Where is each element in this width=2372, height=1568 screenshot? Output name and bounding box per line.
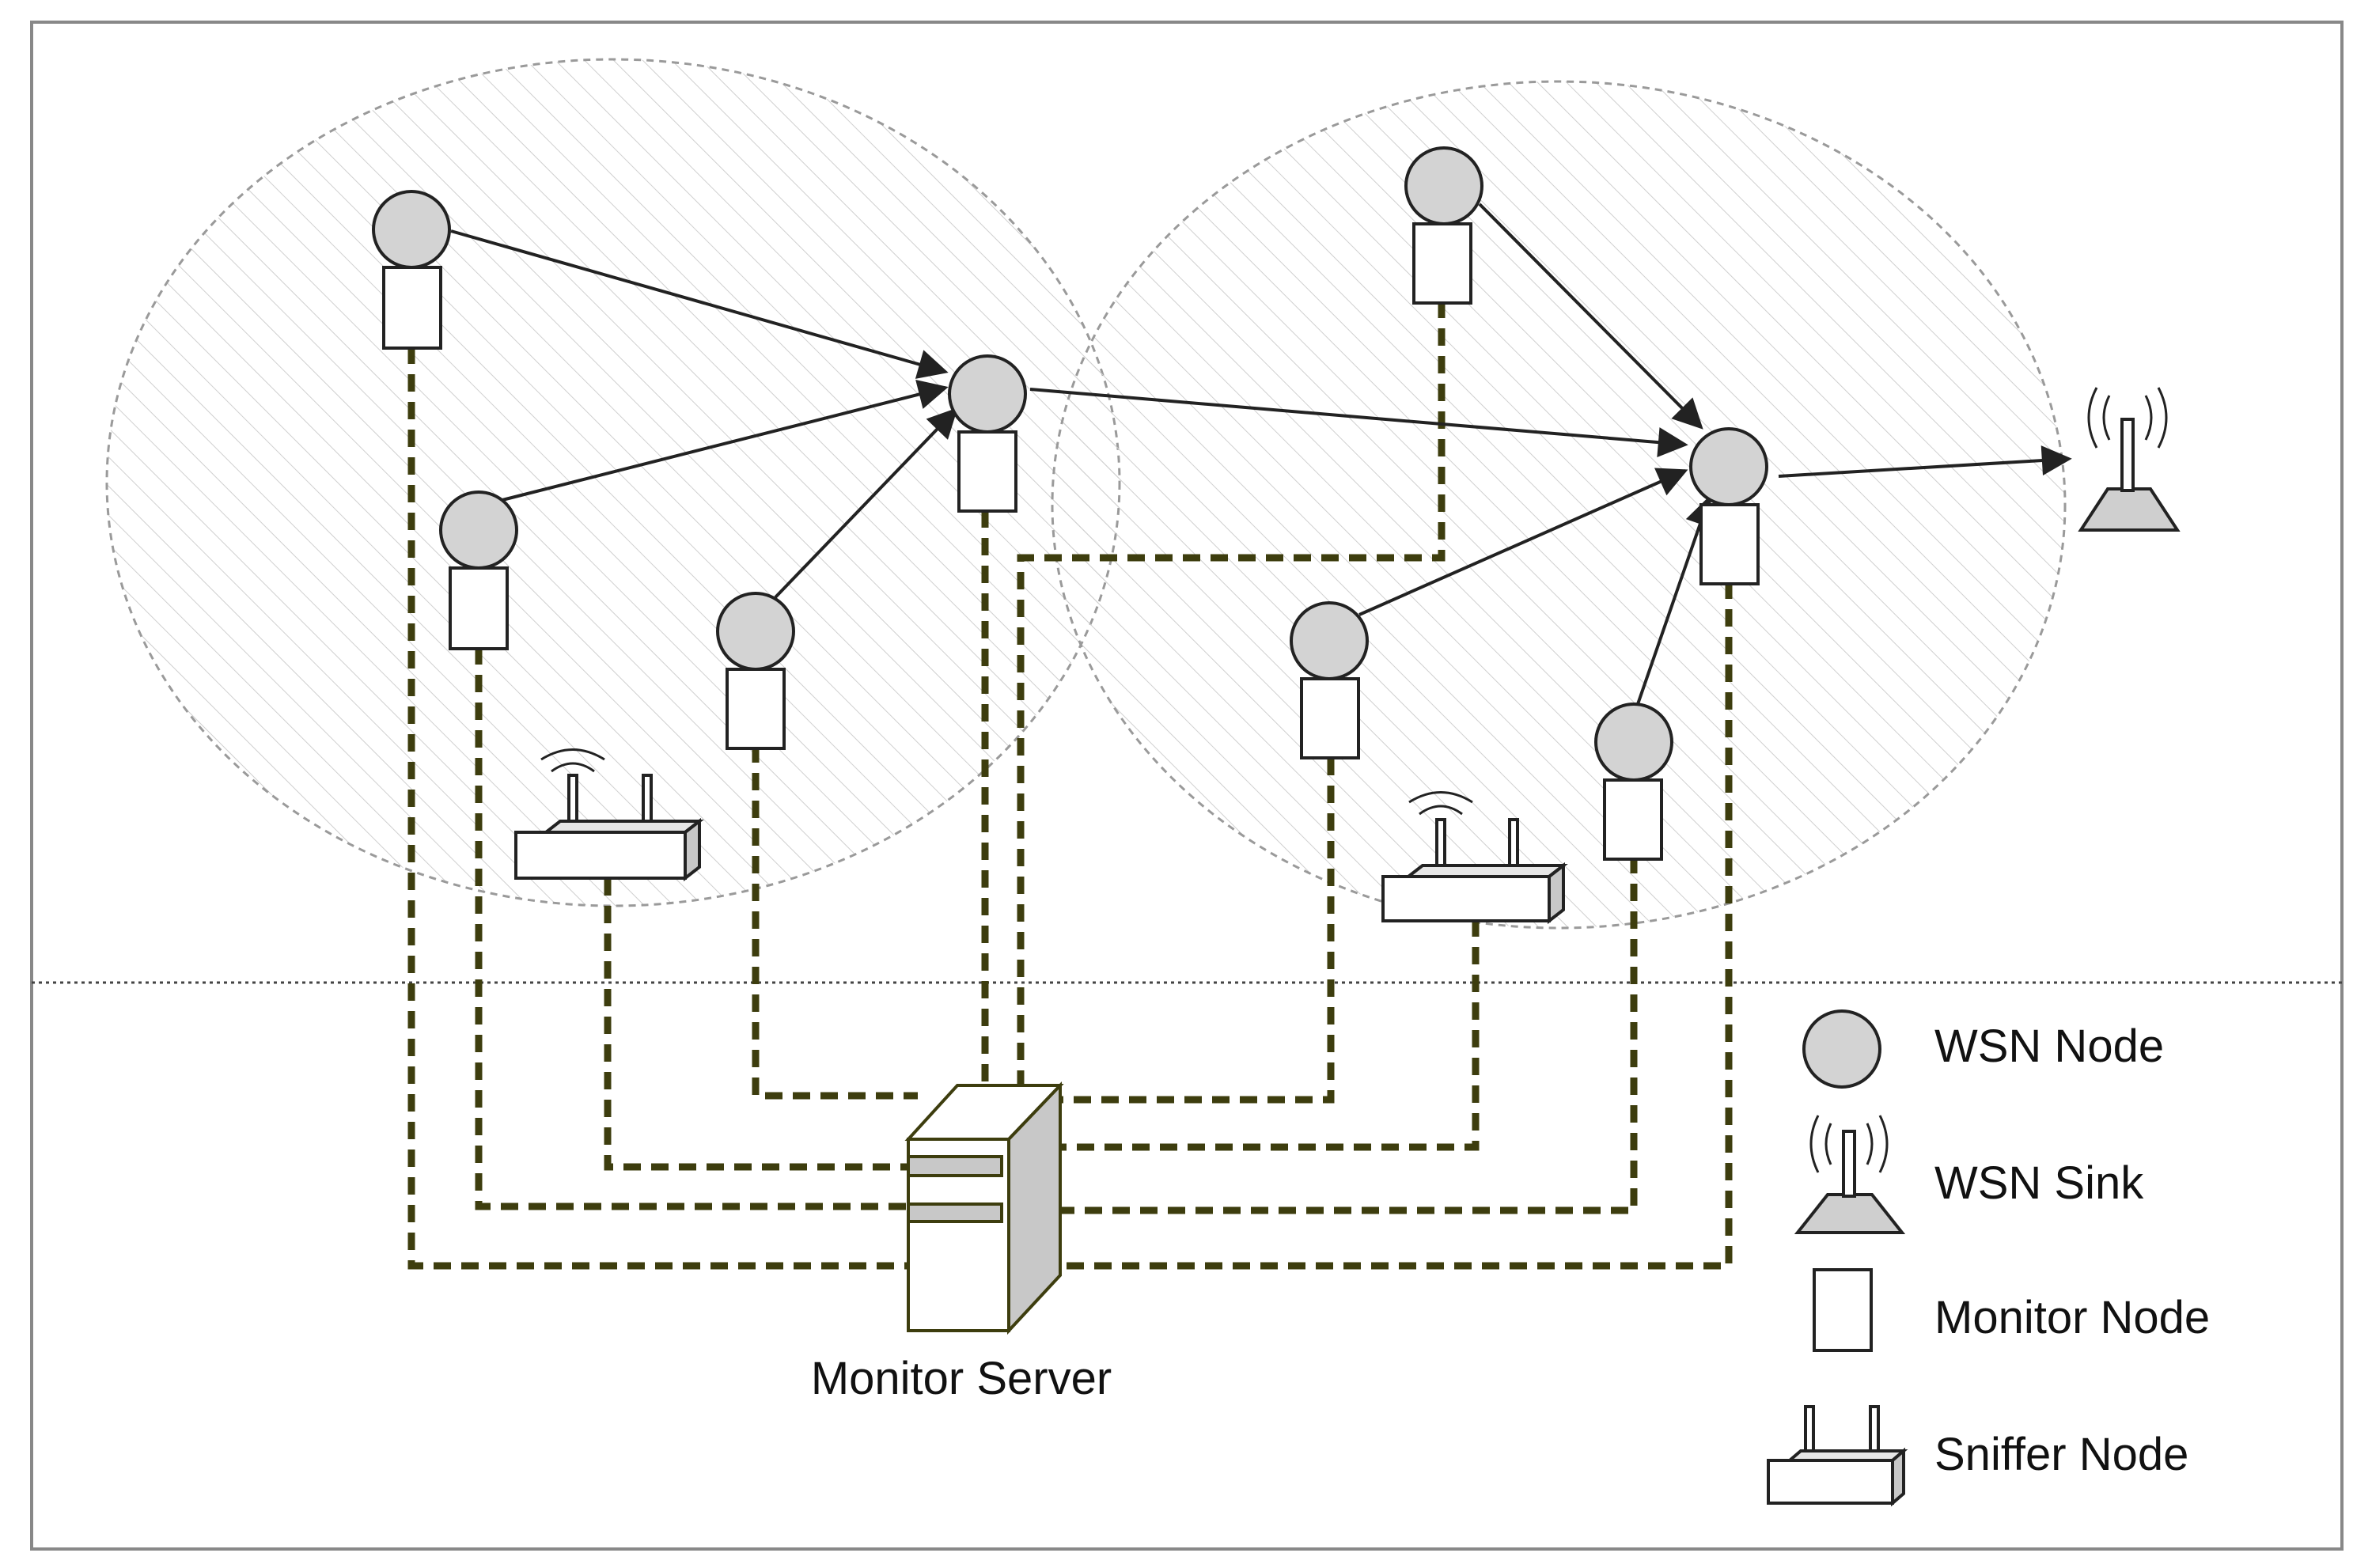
legend: WSN Node WSN Sink Monitor Node: [1767, 1009, 2210, 1507]
legend-monitor-node-icon: [1813, 1268, 1873, 1352]
wireless-links: [450, 203, 2072, 705]
sniffer-node: [1381, 791, 1568, 925]
wsn-node-group: [1290, 601, 1369, 759]
wireless-link-arrow: [1778, 445, 2072, 478]
monitor-server: [904, 1081, 1064, 1335]
legend-wsn-sink-label: WSN Sink: [1934, 1157, 2144, 1209]
monitor-node: [1412, 222, 1472, 305]
wireless-link-arrow: [1478, 203, 1703, 430]
wsn-node: [372, 190, 451, 269]
wired-link: [475, 647, 910, 1210]
server-drive-bay: [907, 1203, 1003, 1223]
wsn-sink: [2078, 387, 2181, 532]
legend-sniffer-node-icon: [1767, 1405, 1908, 1507]
monitor-node: [1603, 778, 1663, 861]
wsn-node-group: [439, 490, 518, 650]
wsn-node: [1689, 427, 1768, 506]
wireless-link-arrow: [1636, 495, 1715, 705]
legend-wsn-node-icon: [1802, 1009, 1881, 1089]
wired-link: [604, 878, 910, 1171]
wsn-node: [948, 354, 1027, 434]
monitor-node: [382, 266, 442, 350]
wired-link: [752, 745, 918, 1100]
wsn-node: [716, 592, 795, 671]
wireless-link-arrow: [450, 229, 949, 379]
wired-link: [1052, 919, 1480, 1151]
sniffer-node: [514, 748, 704, 882]
wsn-node-group: [372, 190, 451, 350]
monitor-node: [449, 566, 509, 650]
legend-item-sniffer-node: Sniffer Node: [1767, 1405, 2188, 1507]
wsn-nodes: [372, 146, 1768, 861]
legend-wsn-node-label: WSN Node: [1934, 1021, 2164, 1072]
monitor-node: [726, 668, 786, 750]
wsn-node-group: [716, 592, 795, 750]
wsn-node-group: [948, 354, 1027, 513]
wired-links: [407, 301, 1733, 1270]
wired-link: [1052, 856, 1638, 1214]
cluster-area-right: [1051, 80, 2067, 930]
wsn-node: [1594, 703, 1673, 782]
wsn-node-group: [1404, 146, 1483, 305]
legend-sniffer-node-label: Sniffer Node: [1934, 1429, 2188, 1480]
wireless-link-arrow: [774, 407, 958, 599]
server-drive-bay: [907, 1155, 1003, 1177]
server-label: Monitor Server: [811, 1353, 1112, 1404]
wsn-node: [1404, 146, 1483, 225]
wsn-node-group: [1689, 427, 1768, 585]
wired-link: [1052, 581, 1733, 1270]
legend-wsn-sink-icon: [1794, 1115, 1906, 1234]
wireless-link-arrow: [1029, 388, 1688, 458]
wsn-node-group: [1594, 703, 1673, 861]
legend-item-wsn-node: WSN Node: [1802, 1009, 2164, 1089]
wireless-link-arrow: [502, 379, 949, 502]
legend-monitor-node-label: Monitor Node: [1934, 1292, 2210, 1343]
legend-item-wsn-sink: WSN Sink: [1794, 1115, 2144, 1234]
legend-item-monitor-node: Monitor Node: [1813, 1268, 2210, 1352]
wsn-node: [439, 490, 518, 570]
monitor-node: [1300, 677, 1360, 759]
monitor-node: [1699, 503, 1760, 585]
wired-link: [407, 347, 910, 1270]
monitor-node: [957, 430, 1017, 513]
wireless-link-arrow: [1358, 468, 1688, 616]
wired-link: [1052, 758, 1335, 1104]
wsn-node: [1290, 601, 1369, 680]
